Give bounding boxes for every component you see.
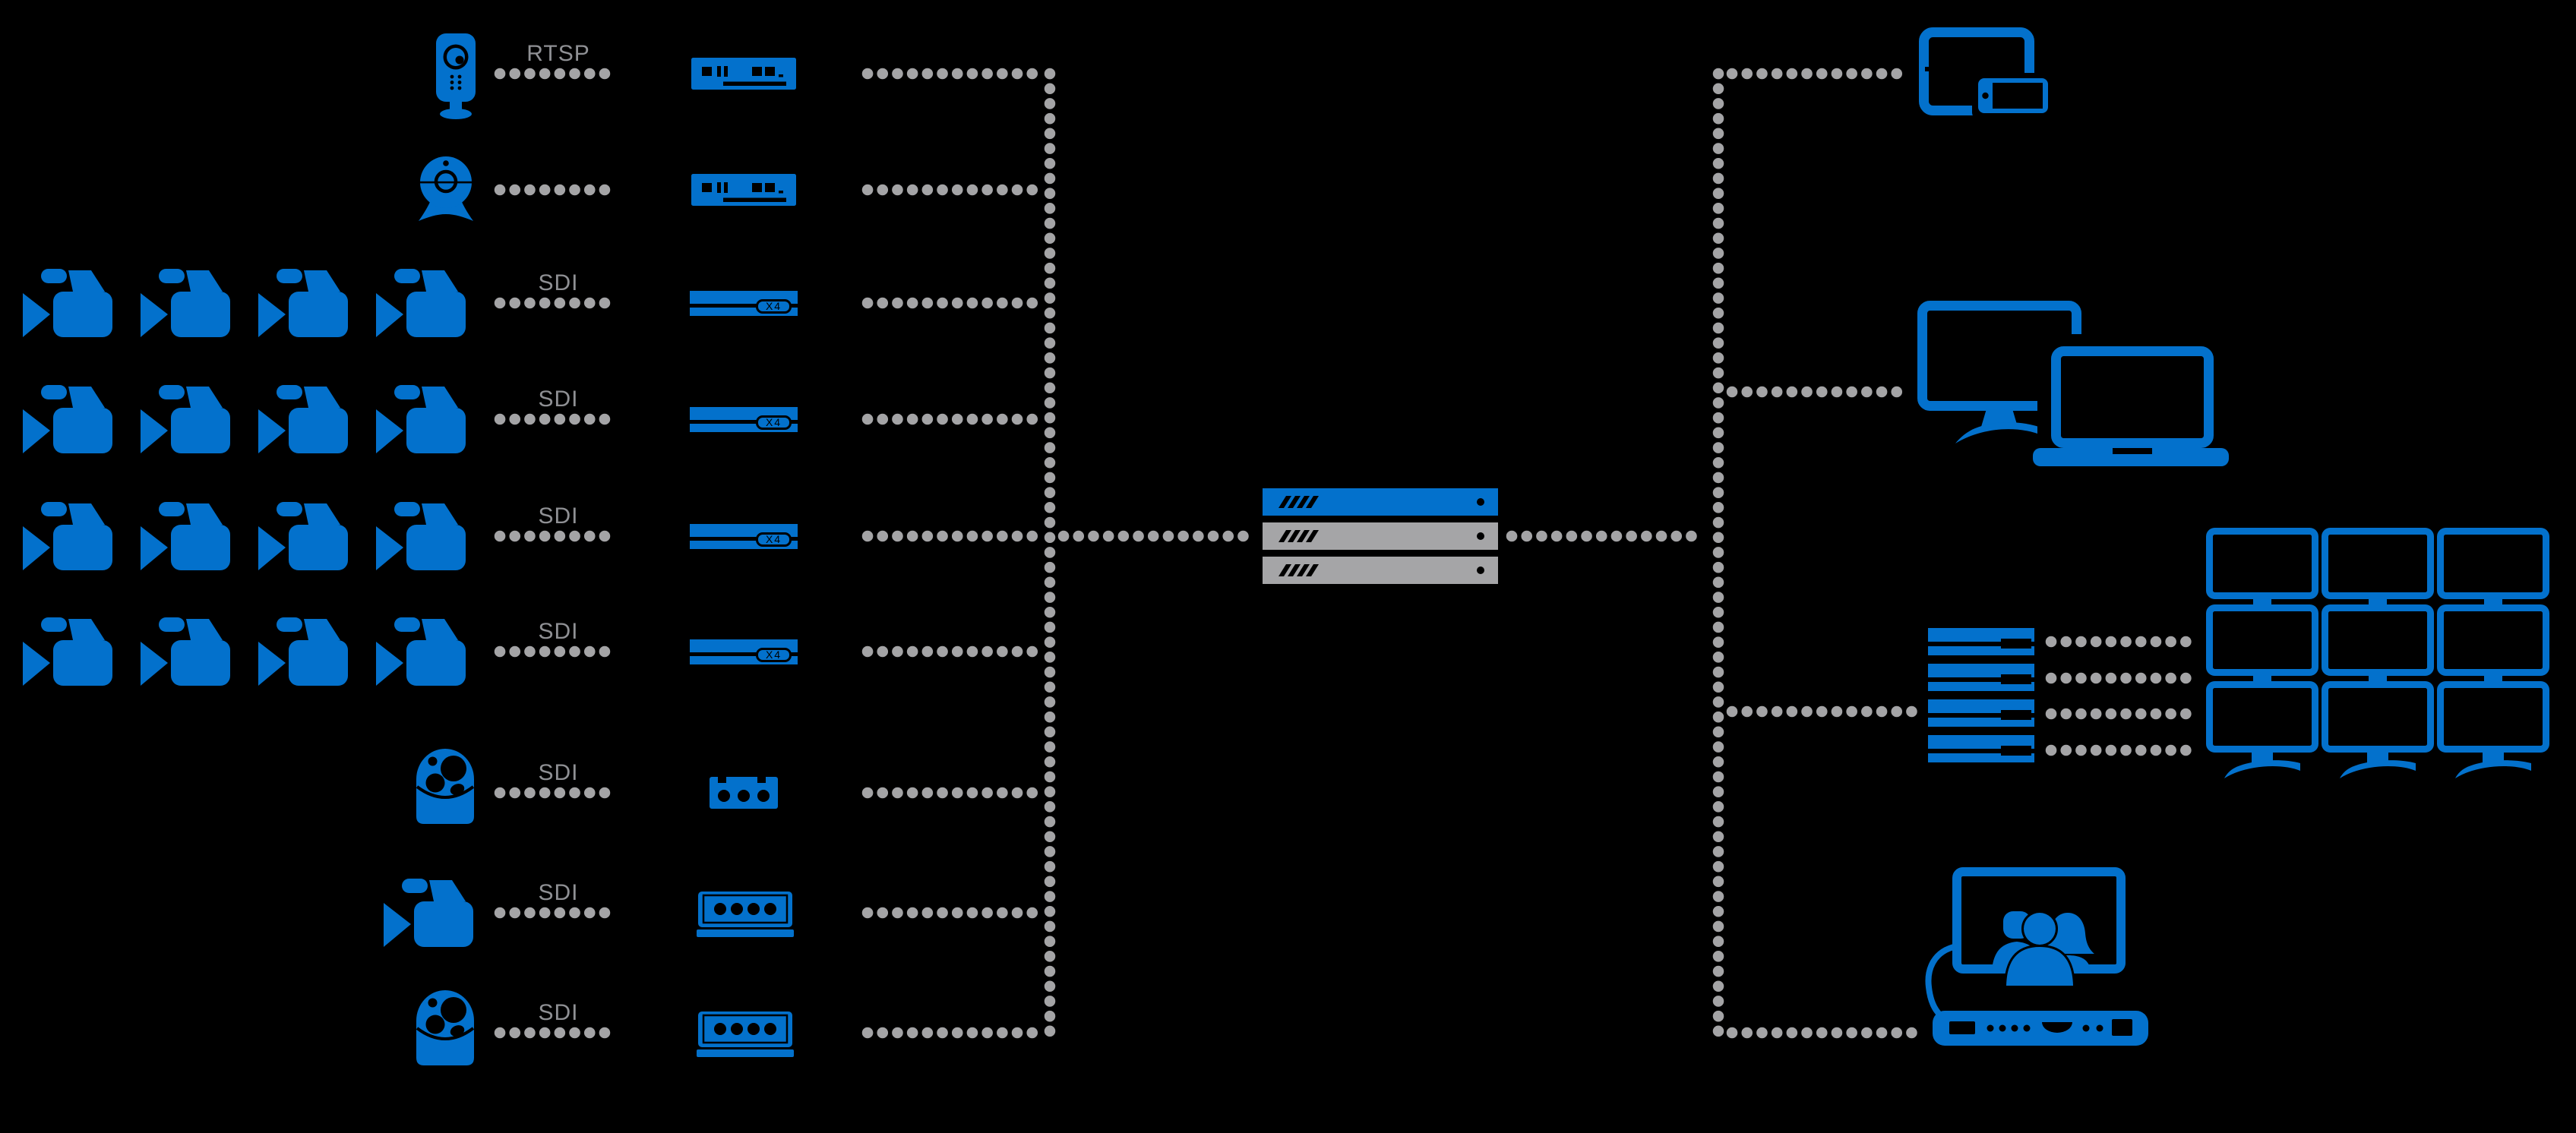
video-wall-icon (2206, 528, 2549, 778)
channel-badge: X4 (756, 532, 792, 547)
videowall-processor-icon (1928, 628, 2034, 762)
sdi-camera-icon (376, 502, 467, 570)
channel-badge: X4 (756, 415, 792, 430)
protocol-label: SDI (538, 880, 579, 905)
power-led (1477, 532, 1484, 540)
protocol-label: SDI (538, 1000, 579, 1025)
streaming-server-rack (1263, 488, 1498, 584)
sdi-camera-icon (258, 502, 349, 570)
sdi-camera-icon (141, 385, 232, 453)
rack-converter-icon (697, 892, 794, 937)
server-unit (1263, 522, 1498, 550)
streaming-encoder-icon (691, 174, 796, 206)
sdi-camera-icon (141, 502, 232, 570)
server-unit (1263, 488, 1498, 516)
tablet-phone-icon (1919, 27, 2050, 120)
channel-badge: X4 (756, 299, 792, 314)
rack-converter-icon (697, 1011, 794, 1057)
sdi-camera-icon (23, 385, 114, 453)
video-conference-icon (1922, 857, 2211, 1062)
sdi-camera-icon (376, 617, 467, 686)
protocol-label: SDI (538, 619, 579, 644)
vent-icon (1279, 564, 1319, 576)
sdi-camera-icon (384, 879, 475, 947)
power-led (1477, 566, 1484, 574)
sdi-camera-icon (23, 502, 114, 570)
sdi-camera-icon (258, 617, 349, 686)
protocol-label: SDI (538, 387, 579, 412)
server-unit (1263, 557, 1498, 584)
ip-camera-icon (435, 33, 477, 120)
sdi-camera-icon (23, 269, 114, 337)
streaming-encoder-icon (691, 58, 796, 90)
monitor-laptop-icon (1917, 301, 2233, 469)
protocol-label: SDI (538, 270, 579, 295)
sdi-camera-icon (376, 385, 467, 453)
vent-icon (1279, 530, 1319, 542)
protocol-label: RTSP (526, 41, 590, 66)
ptz-dome-camera-icon (415, 746, 476, 825)
sdi-camera-icon (258, 385, 349, 453)
sdi-camera-icon (23, 617, 114, 686)
protocol-label: SDI (538, 503, 579, 529)
webcam-icon (417, 155, 475, 225)
sdi-camera-icon (258, 269, 349, 337)
mini-converter-icon (710, 777, 778, 809)
power-led (1477, 498, 1484, 506)
sdi-camera-icon (141, 617, 232, 686)
ptz-dome-camera-icon (415, 987, 476, 1066)
sdi-camera-icon (376, 269, 467, 337)
wall-monitor-stands (2224, 598, 2531, 778)
protocol-label: SDI (538, 760, 579, 785)
channel-badge: X4 (756, 648, 792, 662)
vent-icon (1279, 496, 1319, 508)
sdi-camera-icon (141, 269, 232, 337)
